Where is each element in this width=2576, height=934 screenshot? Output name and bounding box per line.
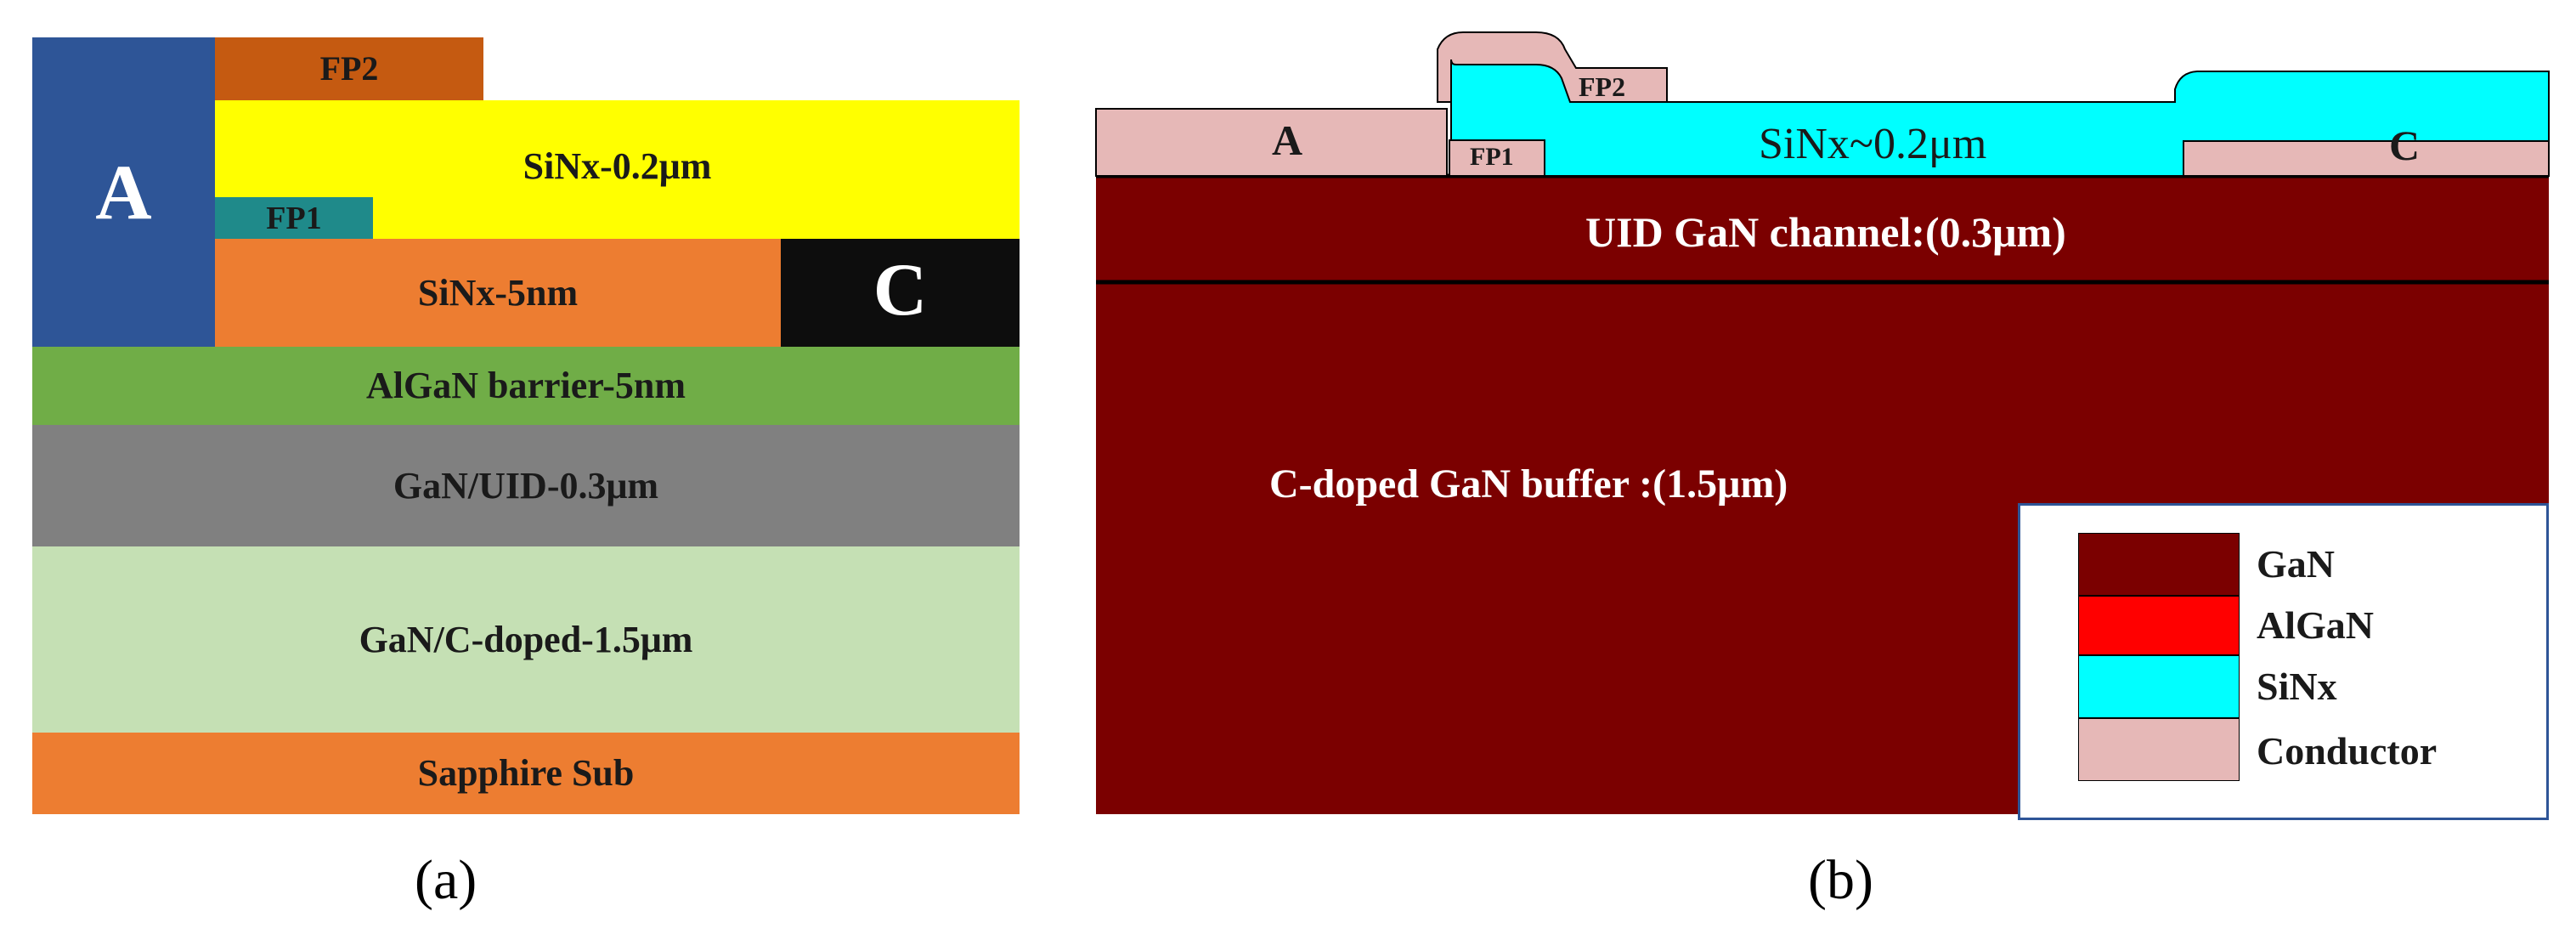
legend: GaN AlGaN SiNx Conductor — [2018, 503, 2549, 820]
legend-swatch-sinx — [2078, 655, 2240, 718]
fp1-label: FP1 — [266, 200, 322, 236]
cathode-conductor — [2183, 140, 2550, 177]
buffer-label: C-doped GaN buffer :(1.5μm) — [1269, 461, 1788, 507]
c-doped-gan-layer: GaN/C-doped-1.5μm — [32, 546, 1020, 733]
b-sinx-label: SiNx~0.2μm — [1759, 120, 1987, 168]
legend-label-gan: GaN — [2257, 542, 2335, 586]
panel-b-caption: (b) — [1808, 849, 1873, 911]
b-cathode-label: C — [2389, 122, 2421, 169]
legend-swatch-algan — [2078, 596, 2240, 655]
legend-label-conductor: Conductor — [2257, 729, 2438, 773]
sinx-thin-layer: SiNx-5nm — [215, 239, 781, 347]
b-fp1-label: FP1 — [1470, 143, 1514, 171]
legend-label-sinx: SiNx — [2257, 665, 2337, 708]
anode-block: A — [32, 37, 215, 347]
sinx-thin-label: SiNx-5nm — [417, 271, 579, 314]
b-anode-label: A — [1272, 116, 1303, 164]
gan-uid-label: GaN/UID-0.3μm — [393, 464, 659, 507]
b-fp2-label: FP2 — [1579, 71, 1626, 102]
fp1-plate: FP1 — [215, 197, 373, 239]
legend-label-algan: AlGaN — [2257, 603, 2374, 647]
sapphire-substrate-layer: Sapphire Sub — [32, 733, 1020, 814]
legend-swatch-gan — [2078, 533, 2240, 596]
fp1-conductor — [1449, 139, 1545, 177]
sinx-layer — [1450, 59, 2550, 177]
uid-channel-label: UID GaN channel:(0.3μm) — [1585, 208, 2066, 256]
fp2-plate: FP2 — [215, 37, 483, 100]
anode-label: A — [95, 149, 152, 235]
c-doped-gan-label: GaN/C-doped-1.5μm — [359, 618, 693, 660]
cathode-label: C — [873, 248, 928, 331]
algan-barrier-label: AlGaN barrier-5nm — [366, 365, 686, 406]
sapphire-substrate-label: Sapphire Sub — [417, 752, 635, 794]
anode-conductor — [1095, 108, 1448, 177]
sinx-thick-label: SiNx-0.2μm — [523, 144, 712, 187]
algan-barrier-layer: AlGaN barrier-5nm — [32, 347, 1020, 425]
cathode-block: C — [781, 234, 1020, 347]
fp2-label: FP2 — [319, 49, 379, 88]
panel-a-caption: (a) — [415, 849, 477, 911]
gan-uid-layer: GaN/UID-0.3μm — [32, 425, 1020, 546]
legend-swatch-conductor — [2078, 718, 2240, 781]
